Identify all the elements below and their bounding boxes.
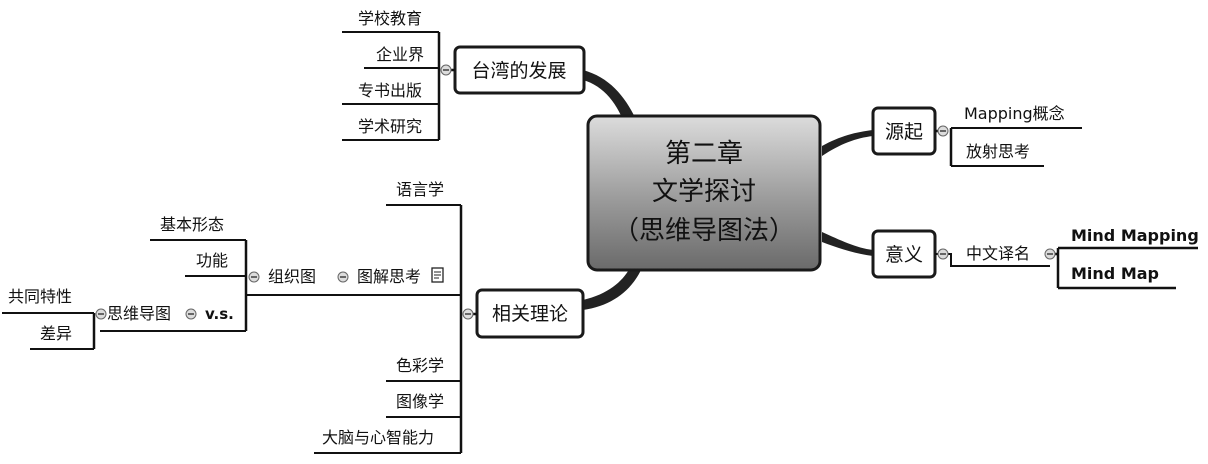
central-title-line1: 第二章 bbox=[665, 139, 743, 169]
topic-brain-mind-ability[interactable]: 大脑与心智能力 bbox=[322, 428, 434, 447]
topic-vs[interactable]: v.s. bbox=[205, 305, 234, 323]
topic-book-publishing[interactable]: 专书出版 bbox=[358, 81, 422, 100]
taiwan-children-bracket bbox=[437, 32, 455, 140]
topic-basic-form[interactable]: 基本形态 bbox=[160, 215, 224, 234]
branch-connector-meaning bbox=[822, 232, 873, 256]
note-icon[interactable] bbox=[431, 267, 444, 283]
collapse-icon[interactable] bbox=[248, 271, 260, 283]
topic-image-studies[interactable]: 图像学 bbox=[396, 392, 444, 411]
topic-function[interactable]: 功能 bbox=[196, 251, 228, 270]
central-title-line3: （思维导图法） bbox=[613, 216, 795, 246]
collapse-icon[interactable] bbox=[185, 308, 197, 320]
topic-taiwan-label: 台湾的发展 bbox=[471, 60, 566, 82]
topic-differences[interactable]: 差异 bbox=[40, 324, 72, 343]
central-topic[interactable]: 第二章 文学探讨 （思维导图法） bbox=[586, 114, 822, 272]
topic-taiwan-development[interactable]: 台湾的发展 bbox=[453, 45, 586, 95]
topic-meaning-label: 意义 bbox=[885, 244, 923, 266]
topic-enterprise[interactable]: 企业界 bbox=[376, 45, 424, 64]
topic-linguistics[interactable]: 语言学 bbox=[396, 180, 444, 199]
branch-connector-origin bbox=[822, 130, 873, 156]
topic-academic-research[interactable]: 学术研究 bbox=[358, 117, 422, 136]
topic-common-traits[interactable]: 共同特性 bbox=[8, 287, 72, 306]
theory-children-bracket bbox=[459, 205, 477, 453]
collapse-icon[interactable] bbox=[937, 125, 949, 137]
collapse-icon[interactable] bbox=[462, 308, 474, 320]
topic-theory-label: 相关理论 bbox=[492, 303, 568, 325]
collapse-icon[interactable] bbox=[1044, 248, 1056, 260]
collapse-icon[interactable] bbox=[440, 64, 452, 76]
topic-mind-map[interactable]: Mind Map bbox=[1071, 264, 1159, 283]
topic-mind-map-cn[interactable]: 思维导图 bbox=[107, 304, 171, 323]
topic-radial-thinking[interactable]: 放射思考 bbox=[966, 142, 1030, 161]
topic-related-theory[interactable]: 相关理论 bbox=[475, 288, 585, 339]
topic-graphic-thinking[interactable]: 图解思考 bbox=[357, 267, 421, 286]
collapse-icon[interactable] bbox=[337, 271, 349, 283]
topic-school-education[interactable]: 学校教育 bbox=[358, 9, 422, 28]
topic-origin-label: 源起 bbox=[885, 121, 923, 143]
collapse-icon[interactable] bbox=[937, 248, 949, 260]
branch-connector-taiwan bbox=[583, 70, 640, 128]
collapse-icon[interactable] bbox=[95, 308, 107, 320]
topic-color-studies[interactable]: 色彩学 bbox=[396, 356, 444, 375]
topic-organization-chart[interactable]: 组织图 bbox=[268, 267, 316, 286]
topic-meaning[interactable]: 意义 bbox=[871, 229, 937, 279]
topic-mind-mapping[interactable]: Mind Mapping bbox=[1071, 226, 1199, 245]
branch-connector-theory bbox=[583, 268, 642, 310]
topic-origin[interactable]: 源起 bbox=[871, 106, 937, 156]
central-title-line2: 文学探讨 bbox=[652, 177, 756, 207]
topic-chinese-translation[interactable]: 中文译名 bbox=[966, 244, 1030, 263]
topic-mapping-concept[interactable]: Mapping概念 bbox=[964, 104, 1065, 123]
